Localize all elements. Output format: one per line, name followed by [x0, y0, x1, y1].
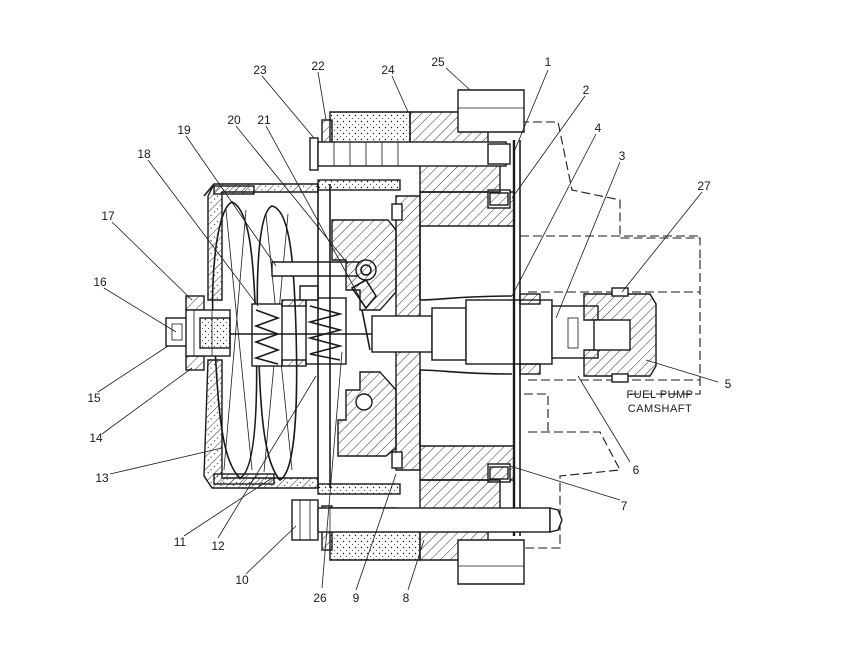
callout-4: 4	[595, 121, 602, 135]
callout-11: 11	[174, 535, 187, 549]
mounting-bolts	[291, 137, 563, 541]
callout-7: 7	[621, 499, 628, 513]
callout-15: 15	[87, 391, 101, 405]
adjusting-screw-assembly	[165, 295, 231, 371]
governor-springs	[230, 297, 420, 367]
callout-22: 22	[311, 59, 325, 73]
callout-18: 18	[137, 147, 151, 161]
callout-leaders	[97, 67, 719, 591]
callout-21: 21	[257, 113, 271, 127]
callout-17: 17	[101, 209, 115, 223]
pump-housing-phantom-outline	[520, 121, 701, 549]
callout-16: 16	[93, 275, 107, 289]
callout-14: 14	[89, 431, 103, 445]
callout-9: 9	[353, 591, 360, 605]
label-line-1: FUEL PUMP	[626, 389, 693, 401]
drive-shaft	[371, 293, 599, 375]
callout-12: 12	[211, 539, 225, 553]
callout-26: 26	[313, 591, 327, 605]
callout-2: 2	[583, 83, 590, 97]
callout-24: 24	[381, 63, 395, 77]
callout-20: 20	[227, 113, 241, 127]
callout-13: 13	[95, 471, 109, 485]
callout-25: 25	[431, 55, 445, 69]
flyweights	[211, 201, 298, 481]
callout-5: 5	[725, 377, 732, 391]
callout-1: 1	[545, 55, 552, 69]
camshaft-label: FUEL PUMP CAMSHAFT	[626, 389, 693, 415]
callout-27: 27	[697, 179, 711, 193]
callout-numbers: 1 2 3 4 5 6 7 8 9 10 11 12 13 14 15 16 1…	[87, 55, 731, 605]
callout-10: 10	[235, 573, 249, 587]
callout-3: 3	[619, 149, 626, 163]
camshaft-coupling	[583, 287, 657, 383]
callout-6: 6	[633, 463, 640, 477]
label-line-2: CAMSHAFT	[628, 403, 693, 415]
callout-19: 19	[177, 123, 191, 137]
callout-23: 23	[253, 63, 267, 77]
callout-8: 8	[403, 591, 410, 605]
